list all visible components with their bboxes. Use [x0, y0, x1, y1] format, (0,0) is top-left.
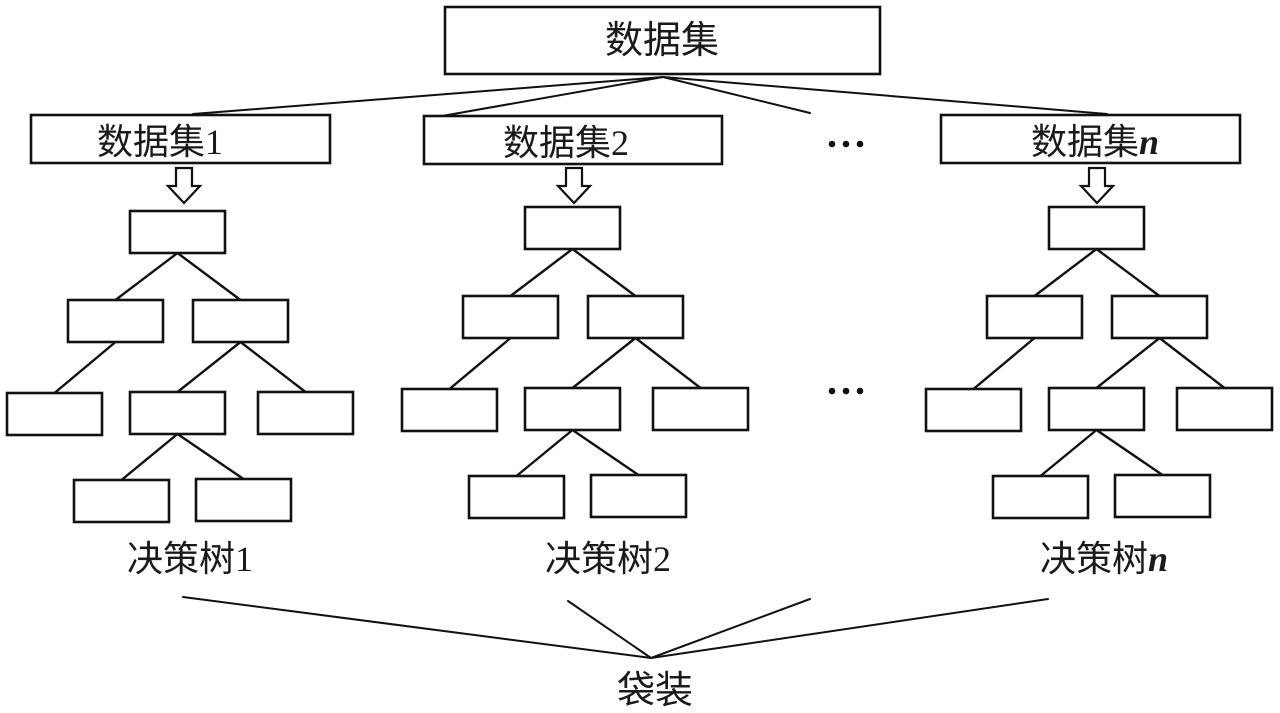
tree-node	[66, 298, 165, 344]
tree-edge	[1095, 428, 1164, 477]
tree-node	[191, 298, 290, 344]
tree-root-node	[1047, 205, 1146, 251]
tree-edge	[1095, 247, 1161, 298]
dataset-label-1: 数据集1	[97, 122, 223, 163]
tree-edge	[239, 340, 307, 394]
aggregate-edge-n	[650, 598, 1049, 659]
tree-label-2: 决策树2	[545, 539, 671, 580]
tree-node	[924, 387, 1023, 433]
ellipsis-trees	[828, 387, 864, 395]
tree-edge	[176, 432, 245, 481]
tree-node	[586, 294, 685, 340]
dataset-node-2: 数据集2	[422, 114, 724, 166]
tree-edge	[176, 251, 242, 302]
tree-node	[523, 386, 622, 432]
tree-edge	[176, 340, 242, 394]
root-dataset-node: 数据集	[443, 5, 882, 76]
split-edge-ellipsis	[662, 76, 811, 114]
decision-tree-n	[924, 166, 1274, 520]
tree-node	[194, 477, 293, 523]
down-arrow-icon	[1078, 166, 1116, 205]
tree-root-node	[128, 209, 227, 255]
dataset-label-n: 数据集n	[1031, 122, 1159, 163]
decision-tree-1	[5, 166, 355, 524]
tree-edge	[1095, 336, 1161, 390]
tree-edge	[1039, 428, 1098, 478]
tree-edge	[53, 340, 117, 395]
tree-edge	[509, 247, 574, 298]
tree-node	[1110, 294, 1209, 340]
tree-edge	[448, 336, 512, 391]
tree-label-n: 决策树n	[1040, 539, 1168, 580]
aggregate-edge-ellipsis	[650, 598, 811, 659]
tree-node	[589, 473, 688, 519]
tree-node	[72, 478, 171, 524]
tree-node	[400, 387, 499, 433]
tree-edge	[1033, 247, 1098, 298]
tree-node	[651, 386, 750, 432]
tree-node	[991, 474, 1090, 520]
tree-edge	[571, 336, 637, 390]
split-edge-n	[662, 76, 1108, 115]
tree-edge	[972, 336, 1036, 391]
tree-node	[985, 294, 1084, 340]
decision-tree-2	[400, 166, 750, 520]
tree-edge	[571, 247, 637, 298]
tree-root-node	[523, 205, 622, 251]
tree-edge	[571, 428, 640, 477]
aggregate-edge-1	[182, 596, 652, 659]
tree-node	[1113, 473, 1212, 519]
tree-node	[256, 390, 355, 436]
tree-node	[1175, 386, 1274, 432]
aggregate-label: 袋装	[617, 668, 693, 712]
split-edge-1	[192, 76, 664, 115]
tree-edge	[1158, 336, 1226, 390]
tree-edge	[120, 432, 179, 482]
dataset-node-1: 数据集1	[29, 113, 332, 165]
tree-node	[128, 390, 227, 436]
ellipsis-datasets	[828, 140, 864, 148]
tree-node	[1047, 386, 1146, 432]
split-edge-2	[441, 76, 664, 117]
tree-edge	[634, 336, 702, 390]
down-arrow-icon	[165, 166, 203, 205]
down-arrow-icon	[555, 166, 593, 205]
split-edges	[192, 76, 1108, 117]
tree-edge	[515, 428, 574, 478]
tree-node	[461, 294, 560, 340]
tree-edge	[114, 251, 179, 302]
tree-node	[5, 391, 104, 437]
tree-label-1: 决策树1	[127, 539, 253, 580]
aggregate-edges	[182, 596, 1049, 659]
aggregate-edge-2	[567, 600, 652, 659]
dataset-node-n: 数据集n	[939, 113, 1242, 165]
dataset-label-2: 数据集2	[503, 123, 629, 164]
tree-node	[467, 474, 566, 520]
decision-trees	[5, 166, 1274, 524]
root-dataset-label: 数据集	[605, 18, 719, 62]
